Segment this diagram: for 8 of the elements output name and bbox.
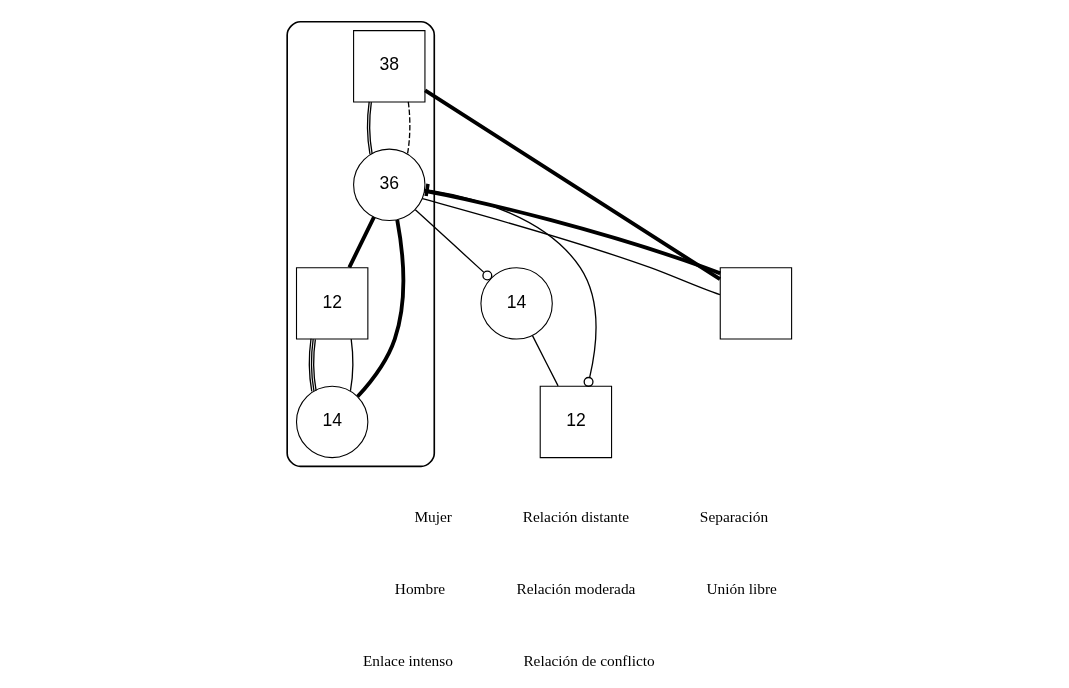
legend-label: Hombre xyxy=(394,579,445,597)
legend-label: Enlace intenso xyxy=(362,652,453,670)
legend-label: Relación distante xyxy=(522,507,629,525)
legend-label: Relación moderada xyxy=(515,579,635,597)
legend-label: Unión libre xyxy=(705,579,777,597)
legend-label: Relación de conflicto xyxy=(522,652,655,670)
legend-label: Mujer xyxy=(413,507,452,525)
legend-label: Separación xyxy=(699,507,768,525)
